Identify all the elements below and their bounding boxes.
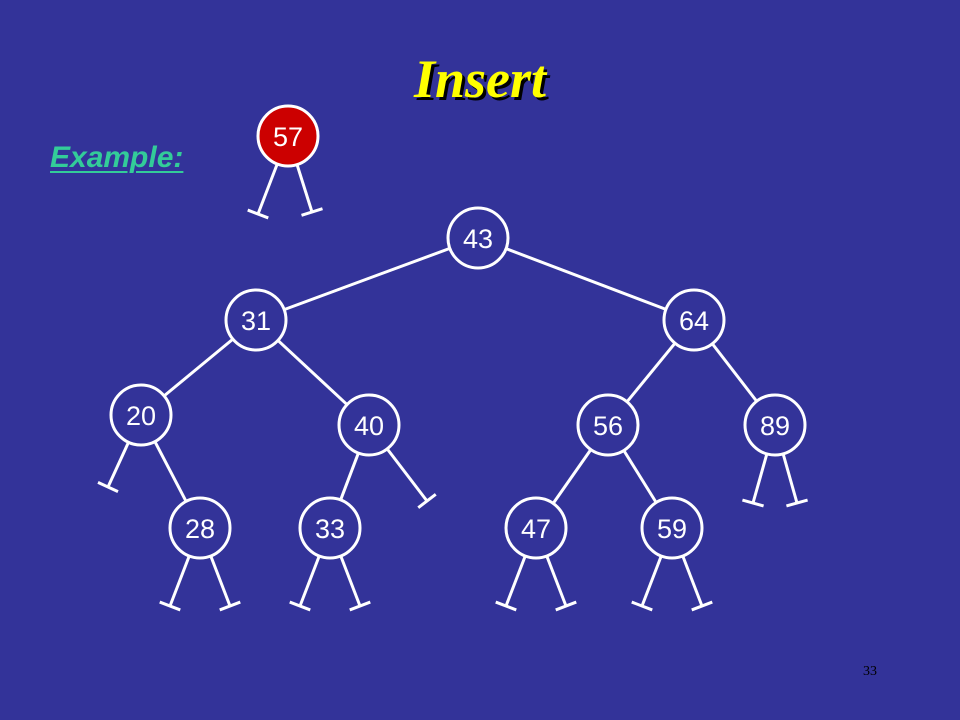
tree-node-47-circle xyxy=(504,496,568,560)
null-link-new-node-left xyxy=(247,163,279,220)
tree-node-20-circle xyxy=(109,383,173,447)
tree-node-33: 33 xyxy=(298,496,362,560)
null-link-20-left xyxy=(97,441,130,493)
tree-node-31: 31 xyxy=(224,288,288,352)
null-link-89-left xyxy=(742,453,769,508)
new-node-57-key: 57 xyxy=(273,122,303,152)
new-node-57: 57 xyxy=(256,104,320,168)
tree-node-56-key: 56 xyxy=(593,411,623,441)
null-link-new-node-right xyxy=(295,164,323,217)
tree-edge-56-47 xyxy=(551,448,593,505)
tree-node-28-key: 28 xyxy=(185,514,215,544)
tree-edge-64-56 xyxy=(625,342,677,403)
tree-node-20: 20 xyxy=(109,383,173,447)
null-link-47-left xyxy=(495,555,527,612)
null-link-28-right xyxy=(209,555,241,612)
tree-node-43: 43 xyxy=(446,206,510,270)
example-label: Example: xyxy=(50,141,184,174)
tree-edge-40-33 xyxy=(339,452,360,501)
tree-node-43-circle xyxy=(446,206,510,270)
tree-node-89-key: 89 xyxy=(760,411,790,441)
tree-node-31-key: 31 xyxy=(241,306,271,336)
null-link-33-left xyxy=(289,555,321,612)
tree-node-40-key: 40 xyxy=(354,411,384,441)
tree-node-64-key: 64 xyxy=(679,306,709,336)
tree-edge-43-31 xyxy=(283,246,451,312)
tree-node-20-key: 20 xyxy=(126,401,156,431)
new-node-57-circle xyxy=(256,104,320,168)
tree-edge-43-64 xyxy=(505,247,667,311)
tree-node-40-circle xyxy=(337,393,401,457)
tree-edge-31-20 xyxy=(163,337,234,398)
null-link-89-right xyxy=(781,453,808,508)
tree-node-56-circle xyxy=(576,393,640,457)
tree-node-89: 89 xyxy=(743,393,807,457)
tree-node-47: 47 xyxy=(504,496,568,560)
tree-node-56: 56 xyxy=(576,393,640,457)
tree-node-89-circle xyxy=(743,393,807,457)
tree-node-59: 59 xyxy=(640,496,704,560)
slide-title: Insert xyxy=(413,49,547,109)
tree-edge-64-89 xyxy=(711,342,758,403)
page-number: 33 xyxy=(863,664,877,679)
tree-node-59-key: 59 xyxy=(657,514,687,544)
null-link-33-right xyxy=(339,555,371,612)
tree-edge-31-40 xyxy=(276,339,349,406)
null-link-40-right xyxy=(386,447,437,509)
tree-node-33-circle xyxy=(298,496,362,560)
tree-node-31-circle xyxy=(224,288,288,352)
tree-edges xyxy=(153,246,758,505)
tree-node-59-circle xyxy=(640,496,704,560)
null-link-59-right xyxy=(681,555,713,612)
tree-node-43-key: 43 xyxy=(463,224,493,254)
tree-node-28: 28 xyxy=(168,496,232,560)
tree-node-64: 64 xyxy=(662,288,726,352)
tree-node-28-circle xyxy=(168,496,232,560)
null-link-47-right xyxy=(545,555,577,612)
tree-node-40: 40 xyxy=(337,393,401,457)
tree-node-64-circle xyxy=(662,288,726,352)
tree-edge-20-28 xyxy=(153,440,188,503)
null-link-28-left xyxy=(159,555,191,612)
tree-node-33-key: 33 xyxy=(315,514,345,544)
tree-edge-56-59 xyxy=(622,449,658,504)
tree-nodes: 43 31 64 20 40 56 89 28 33 47 59 57 xyxy=(109,104,807,560)
null-link-59-left xyxy=(631,555,663,612)
tree-node-47-key: 47 xyxy=(521,514,551,544)
null-links xyxy=(97,163,808,612)
